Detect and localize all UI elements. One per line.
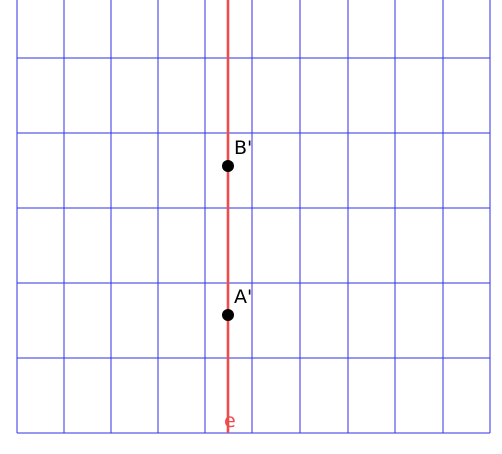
- square-grid: [16, 0, 491, 434]
- point-b-prime: [222, 160, 234, 172]
- point-a-prime-label: A': [234, 286, 252, 308]
- line-e-label: e: [224, 410, 236, 432]
- point-b-prime-label: B': [234, 137, 252, 159]
- point-a-prime: [222, 309, 234, 321]
